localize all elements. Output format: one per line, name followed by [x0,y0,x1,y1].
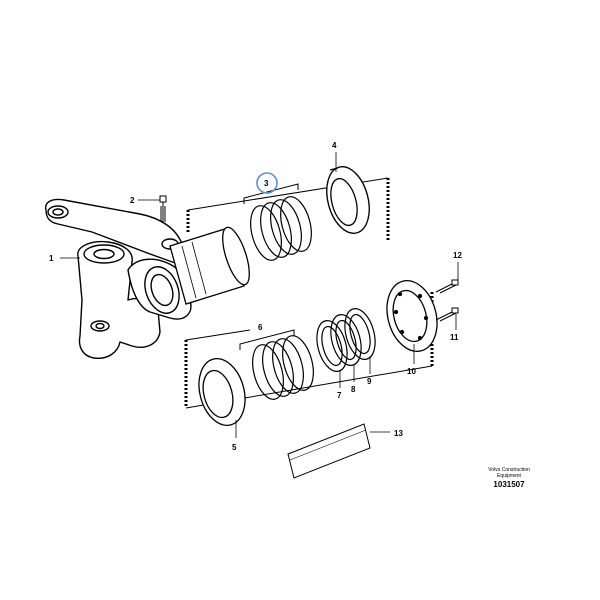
part-8-split-ring [330,314,362,366]
bracket-3 [243,183,299,204]
callout-7: 7 [337,391,342,400]
part-1-knuckle-housing [45,198,192,359]
caption-drawing-number: 1031507 [493,480,525,489]
callout-1: 1 [49,254,54,263]
diagram-caption: Volvo Construction Equipment 1031507 [470,467,548,490]
part-9-split-ring [344,308,376,360]
part-2-bolt [159,195,167,222]
caption-equipment: Equipment [497,473,521,479]
callout-13: 13 [394,429,403,438]
part-7-split-ring [316,320,348,372]
callout-2: 2 [130,196,135,205]
callout-4: 4 [332,141,337,150]
part-4-seal [326,166,370,234]
caption-manufacturer: Volvo Construction [488,467,530,473]
callout-6: 6 [258,323,263,332]
part-10-flange [386,280,438,352]
bracket-6 [239,329,295,350]
part-5-seal [198,358,246,426]
callout-3: 3 [264,179,269,188]
highlight-circle-3 [256,172,278,194]
part-3-ring-set [250,196,312,261]
callout-5: 5 [232,443,237,452]
part-12-screw [435,279,459,294]
spindle-shaft [169,226,250,305]
callout-9: 9 [367,377,372,386]
callout-8: 8 [351,385,356,394]
callout-10: 10 [407,367,416,376]
part-6-ring-set [252,335,314,400]
callout-11: 11 [450,333,459,342]
part-11-screw [435,307,459,322]
part-13-strip [287,423,371,479]
callout-12: 12 [453,251,462,260]
